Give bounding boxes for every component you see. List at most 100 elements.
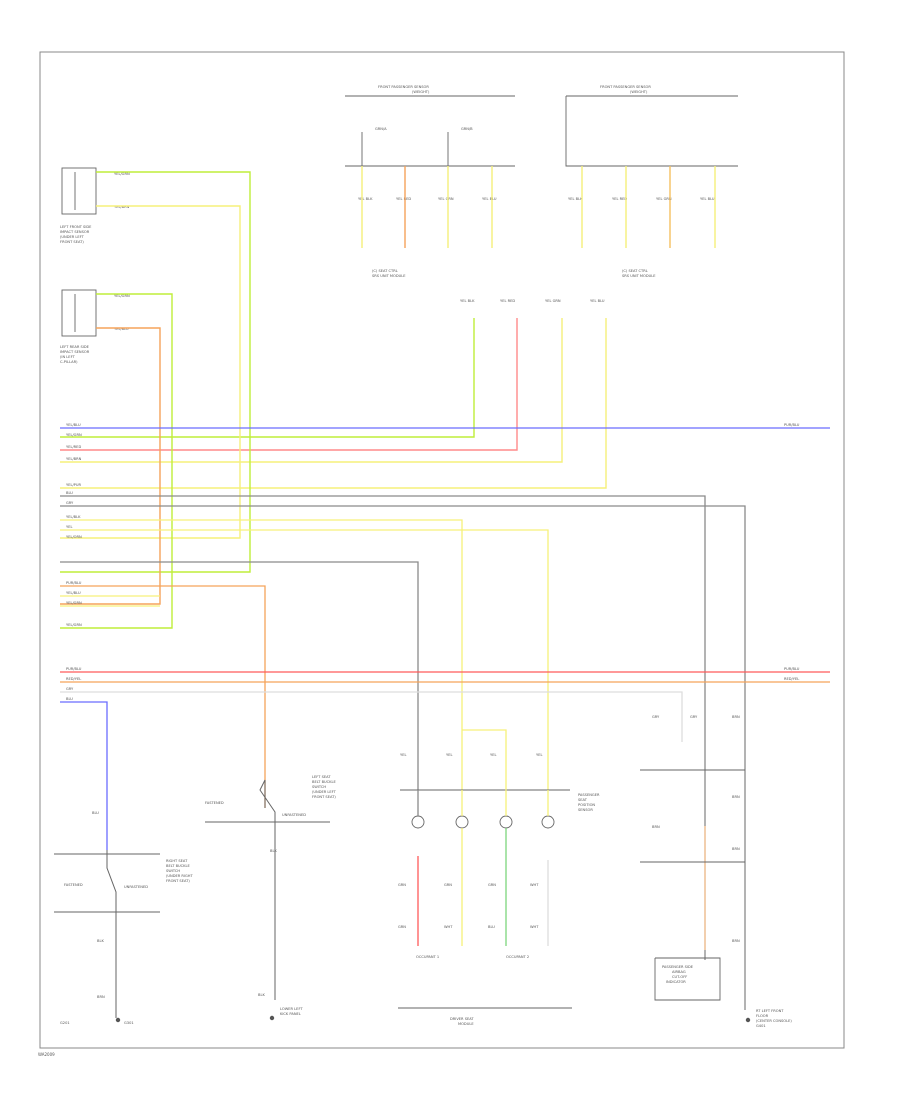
psp-terminal-3 [499, 815, 513, 829]
wl-13: YEL/GRN [66, 601, 82, 605]
left-wire-labels: YEL/BLU YEL/GRN YEL/RED YEL/BRN YEL/PUR … [66, 423, 82, 701]
wl-12: YEL/BLU [66, 591, 81, 595]
pin-a3: YEL GRN [438, 197, 454, 201]
psp-wire-4: YEL [536, 753, 542, 757]
rsb-wire: BLU [92, 811, 99, 815]
harness-gray-2 [60, 505, 746, 1010]
ground-left-label-2: G201 [60, 1021, 70, 1025]
wl-9: YEL [66, 525, 72, 529]
lsb-ground-wire: BLK [258, 993, 265, 997]
wr-1: PUR/BLU [784, 423, 800, 427]
seat-conn-1: (C) SEAT CTRL [372, 269, 398, 273]
lrs-wire-2: YEL/BLU [114, 327, 129, 331]
wl-18: BLU [66, 697, 73, 701]
pai-wire-1: GRY [652, 715, 660, 719]
harness-wires [60, 427, 830, 1010]
harness-gray-1 [60, 495, 706, 960]
pin-a2: YEL RED [396, 197, 411, 201]
pai-label-2: AIRBAG [672, 970, 686, 974]
rsb-label-2: BELT BUCKLE [166, 864, 191, 868]
front-passenger-sensor-1: FRONT PASSENGER SENSOR (WEIGHT) GRN/A GR… [345, 85, 515, 167]
ground-lf-icon [269, 1015, 275, 1021]
pin-c4: YEL BLU [590, 299, 605, 303]
lrs-box [61, 289, 97, 337]
fps2-box [565, 96, 738, 167]
dsm-wire-5: GRN [398, 925, 406, 929]
wl-16: RED/YEL [66, 677, 81, 681]
dsm-wire-1: GRN [398, 883, 406, 887]
ground-left-label: G301 [124, 1021, 134, 1025]
wire-lfs-2 [60, 205, 241, 539]
fps1-sublabel: (WEIGHT) [412, 90, 430, 94]
lfs-wire-2: YEL/BRN [114, 205, 130, 209]
lrs-label-3: (IN LEFT [60, 355, 76, 359]
wl-15: PUR/BLU [66, 667, 82, 671]
psp-terminal-4 [541, 815, 555, 829]
wire-lfs-1 [60, 171, 251, 573]
dsm-label-2: MODULE [458, 1022, 474, 1026]
ground-right-icon [745, 1017, 751, 1023]
harness-light [60, 691, 683, 742]
seat-conn-2-sub: SRS UNIT MODULE [622, 274, 656, 278]
dsm-splice-1: OCCUPANT 1 [416, 955, 439, 959]
wire-lrs-2 [60, 327, 161, 605]
psp-label-1: PASSENGER [578, 793, 600, 797]
ground-rf-icon [115, 1017, 121, 1023]
pai-wire-4: BRN [732, 795, 740, 799]
right-wire-labels: PUR/BLU PUR/BLU RED/YEL [784, 423, 800, 681]
wl-8: YEL/BLK [66, 515, 81, 519]
psp-loop [462, 729, 507, 790]
rsb-wire-3: BRN [97, 995, 105, 999]
lfs-label-3: (UNDER LEFT [60, 235, 85, 239]
lfs-wire-1: YEL/GRN [114, 172, 130, 176]
psp-wire-1: YEL [400, 753, 406, 757]
dsm-wire-2: GRN [444, 883, 452, 887]
seat-conn-1-sub: SRS UNIT MODULE [372, 274, 406, 278]
wr-2: PUR/BLU [784, 667, 800, 671]
wire-mid-4 [60, 318, 607, 489]
lsb-label-1: LEFT SEAT [312, 775, 331, 779]
harness-gray-3 [60, 561, 419, 790]
psp-terminal-1 [411, 815, 425, 829]
pai-box [654, 957, 721, 1001]
ground-right-label-4: G401 [756, 1024, 766, 1028]
pin-c2: YEL RED [500, 299, 515, 303]
dsm-splice-2: OCCUPANT 2 [506, 955, 529, 959]
rsb-label-3: SWITCH [166, 869, 180, 873]
pai-wire-5: BRN [732, 847, 740, 851]
lsb-label-4: (UNDER LEFT [312, 790, 337, 794]
lfs-label-2: IMPACT SENSOR [60, 230, 90, 234]
dsm-wire-6: WHT [444, 925, 453, 929]
pai-label-3: CUT-OFF [672, 975, 687, 979]
harness-yel-1 [60, 519, 463, 790]
harness-blue-2 [60, 701, 108, 850]
dsm-wire-3: GRN [488, 883, 496, 887]
wire-mid-1 [60, 318, 475, 438]
lsb-label-3: SWITCH [312, 785, 326, 789]
fps1-tag-2: GRN/B [461, 127, 473, 131]
psp-wire-3: YEL [490, 753, 496, 757]
upper-wires [60, 166, 716, 489]
wl-10: YEL/ORN [66, 535, 82, 539]
rsb-label-4: (UNDER RIGHT [166, 874, 193, 878]
wire-lrs-1 [60, 293, 173, 629]
harness-orange [60, 585, 266, 808]
rsb-fastened: FASTENED [64, 883, 83, 887]
wl-2: YEL/GRN [66, 433, 82, 437]
lrs-label-2: IMPACT SENSOR [60, 350, 90, 354]
pai-wire-7: BRN [652, 825, 660, 829]
lsb-label-2: BELT BUCKLE [312, 780, 337, 784]
dsm-wire-7: BLU [488, 925, 495, 929]
left-sensor-wires [60, 171, 251, 629]
pin-c3: YEL GRN [545, 299, 561, 303]
passenger-seat-lower-wires [417, 729, 706, 950]
wl-17: GRY [66, 687, 74, 691]
pai-label-4: INDICATOR [666, 980, 686, 984]
diagram-frame [39, 51, 845, 1049]
psp-label-4: SENSOR [578, 808, 593, 812]
pin-c1: YEL BLK [460, 299, 475, 303]
dsm-wire-8: WHT [530, 925, 539, 929]
lsb-contact [259, 779, 276, 1000]
pin-a4: YEL BLU [482, 197, 497, 201]
wire-mid-3 [60, 318, 563, 463]
